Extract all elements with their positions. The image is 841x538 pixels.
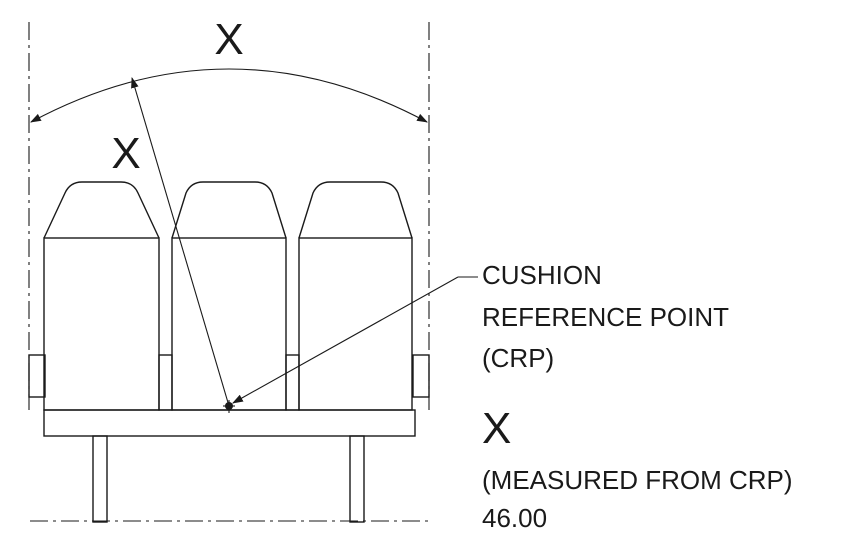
- callout-line-3: (CRP): [482, 343, 554, 373]
- seat-base: [43, 409, 416, 437]
- radius-dimension-line: [131, 76, 230, 407]
- note-measured-from: (MEASURED FROM CRP): [482, 465, 793, 495]
- left-seat: [43, 181, 160, 411]
- seat-divider-right: [285, 354, 300, 411]
- note-symbol: X: [482, 404, 511, 453]
- right-seat: [298, 181, 413, 411]
- arc-dimension-line: [30, 68, 428, 123]
- right-leg: [349, 435, 365, 523]
- middle-seat: [171, 181, 287, 411]
- note-value: 46.00: [482, 503, 547, 533]
- left-leg: [92, 435, 108, 523]
- callout-line-2: REFERENCE POINT: [482, 302, 729, 332]
- callout-leader: [232, 276, 459, 404]
- seat-divider-left: [158, 354, 173, 411]
- arc-dimension-label: X: [214, 15, 243, 64]
- left-side-bracket: [28, 354, 46, 398]
- right-side-bracket: [412, 354, 430, 398]
- radius-dimension-label: X: [111, 129, 140, 178]
- crp-marker: [223, 400, 235, 413]
- callout-line-1: CUSHION: [482, 260, 602, 290]
